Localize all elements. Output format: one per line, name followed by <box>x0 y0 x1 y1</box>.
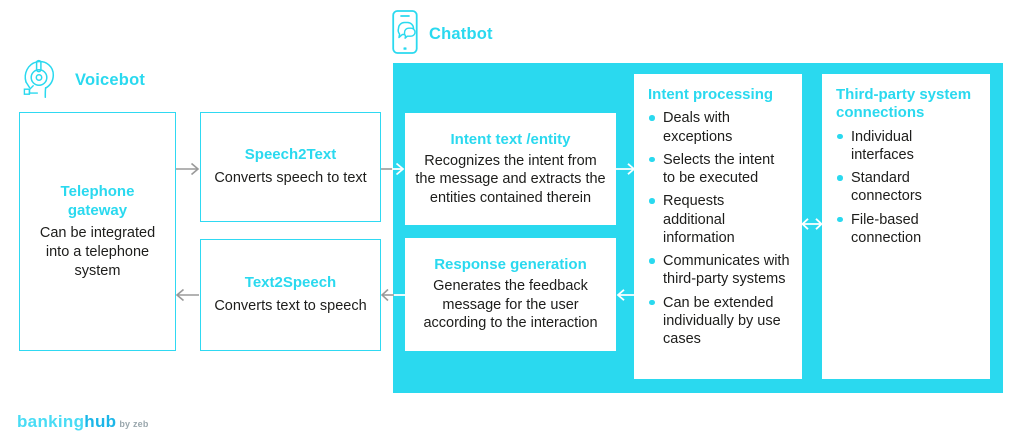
logo-part-banking: banking <box>17 412 85 431</box>
list-item: Communicates with third-party systems <box>648 252 790 289</box>
arrow-processing-to-thirdparty <box>801 218 823 230</box>
logo-part-hub: hub <box>84 412 117 431</box>
telephone-gateway-box[interactable]: Telephone gateway Can be integrated into… <box>19 112 176 351</box>
voicebot-label: Voicebot <box>16 58 145 102</box>
third-party-connections-title: Third-party system connections <box>836 86 972 122</box>
intent-processing-title: Intent processing <box>648 86 774 103</box>
arrow-response-to-text2speech <box>380 288 406 302</box>
chatbot-label: Chatbot <box>390 9 493 60</box>
response-generation-card[interactable]: Response generation Generates the feedba… <box>405 238 616 351</box>
list-item: Requests additional information <box>648 192 790 247</box>
text2speech-box[interactable]: Text2Speech Converts text to speech <box>200 239 381 351</box>
chatbot-label-text: Chatbot <box>429 24 493 43</box>
voicebot-label-text: Voicebot <box>75 70 146 89</box>
text2speech-text: Converts text to speech <box>214 298 367 315</box>
arrow-intent-to-processing <box>616 163 636 175</box>
list-item: Standard connectors <box>836 169 978 206</box>
arrow-speech2text-to-intent <box>381 162 405 176</box>
arrow-gateway-to-speech2text <box>176 162 200 176</box>
headset-icon <box>16 56 66 105</box>
third-party-connections-list: Individual interfaces Standard connector… <box>836 128 978 248</box>
arrow-processing-to-response <box>616 289 636 301</box>
intent-processing-card[interactable]: Intent processing Deals with exceptions … <box>634 74 802 379</box>
text2speech-title: Text2Speech <box>244 274 337 292</box>
list-item: Can be extended individually by use case… <box>648 294 790 349</box>
speech2text-text: Converts speech to text <box>214 170 367 187</box>
telephone-gateway-title: Telephone gateway <box>60 182 135 219</box>
response-generation-title: Response generation <box>434 256 587 274</box>
response-generation-text: Generates the feedback message for the u… <box>423 278 598 332</box>
speech2text-title: Speech2Text <box>244 146 337 164</box>
smartphone-chat-icon <box>390 9 420 60</box>
list-item: Deals with exceptions <box>648 109 790 146</box>
list-item: File-based connection <box>836 211 978 248</box>
list-item: Individual interfaces <box>836 128 978 165</box>
intent-processing-list: Deals with exceptions Selects the intent… <box>648 109 790 348</box>
intent-text-entity-text: Recognizes the intent from the message a… <box>415 152 606 206</box>
arrow-text2speech-to-gateway <box>175 288 199 302</box>
intent-text-entity-card[interactable]: Intent text /entity Recognizes the inten… <box>405 113 616 225</box>
logo-part-byzeb: by zeb <box>119 419 149 429</box>
list-item: Selects the intent to be executed <box>648 151 790 188</box>
intent-text-entity-title: Intent text /entity <box>450 130 571 148</box>
speech2text-box[interactable]: Speech2Text Converts speech to text <box>200 112 381 222</box>
third-party-connections-card[interactable]: Third-party system connections Individua… <box>822 74 990 379</box>
telephone-gateway-text: Can be integrated into a telephone syste… <box>39 225 156 279</box>
